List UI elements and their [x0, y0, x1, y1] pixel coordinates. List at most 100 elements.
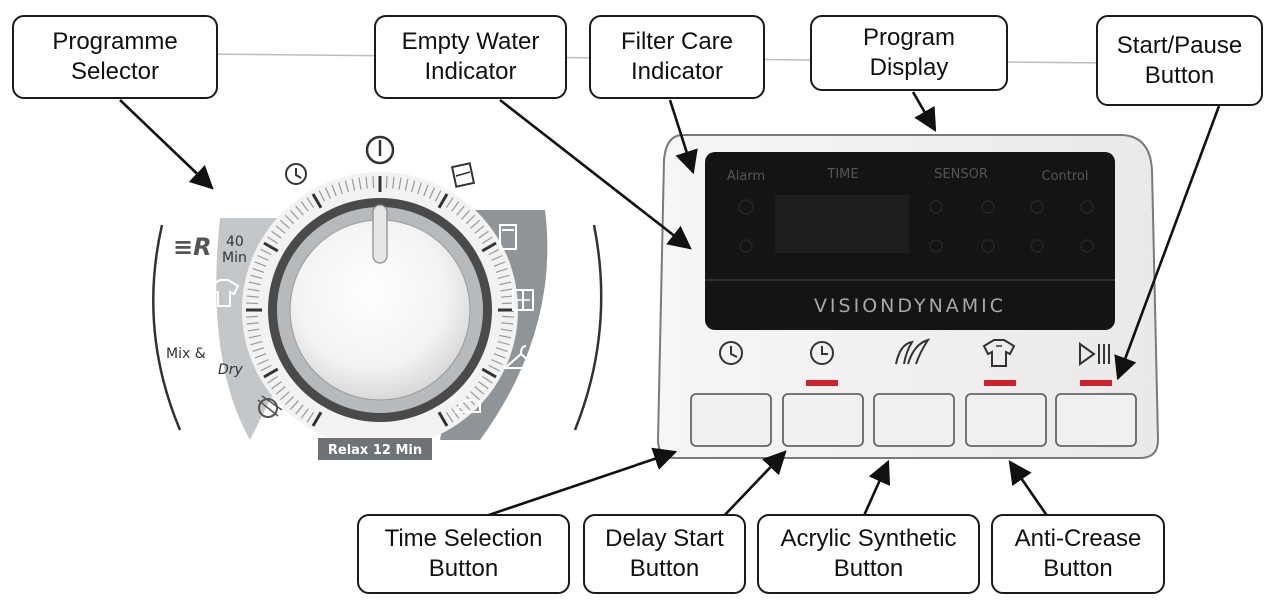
dry-label: Dry: [218, 362, 244, 378]
dial-minor-tick: [429, 187, 436, 199]
dial-minor-tick: [280, 391, 290, 401]
dial-minor-tick: [289, 210, 299, 220]
display-symbols: [738, 199, 1094, 253]
callout-anti-crease-button: Anti-Crease Button: [991, 514, 1165, 594]
dial-minor-tick: [248, 334, 261, 339]
dial-minor-tick: [491, 254, 503, 261]
bedding-icon: [450, 162, 476, 188]
dial-minor-tick: [451, 408, 460, 419]
dial-minor-tick: [474, 225, 485, 234]
callout-start-pause-button: Start/Pause Button: [1096, 15, 1263, 106]
dial-minor-tick: [331, 184, 337, 197]
dial-minor-tick: [247, 288, 260, 292]
play-pause-icon: [1079, 342, 1110, 366]
dial-minor-tick: [246, 295, 259, 298]
dial-right-bracket: [573, 224, 603, 431]
dial-minor-tick: [417, 182, 422, 195]
clock-icon: [719, 341, 743, 365]
knob-pointer: [372, 204, 388, 264]
cupboard-dry-icon: [499, 224, 517, 250]
time-digits-area: [775, 195, 909, 253]
dial-minor-tick: [392, 176, 395, 189]
dial-minor-tick: [247, 328, 260, 332]
dial-minor-tick: [434, 190, 442, 202]
dial-ticks: [246, 176, 514, 427]
dial-minor-tick: [451, 201, 460, 212]
start-pause-key[interactable]: [1055, 393, 1137, 447]
dial-minor-tick: [254, 353, 267, 359]
dial-minor-tick: [252, 347, 265, 352]
dial-minor-tick: [252, 268, 265, 273]
callout-programme-selector: Programme Selector: [12, 15, 218, 99]
anti-crease-key[interactable]: [965, 393, 1047, 447]
dial-minor-tick: [257, 359, 269, 366]
dial-minor-tick: [257, 254, 269, 261]
sensor-label: SENSOR: [934, 167, 988, 182]
dial-minor-tick: [423, 184, 429, 197]
dial-minor-tick: [493, 353, 506, 359]
arrow-empty-water: [499, 98, 692, 250]
time-selection-key[interactable]: [690, 393, 772, 447]
dial-minor-tick: [501, 295, 514, 298]
dial-minor-tick: [410, 180, 416, 193]
dial-minor-tick: [478, 230, 489, 239]
dial-minor-tick: [497, 340, 510, 346]
dial-major-tick: [481, 241, 497, 253]
dial-minor-tick: [246, 315, 259, 318]
dial-minor-tick: [358, 177, 362, 190]
dial-minor-tick: [284, 214, 295, 225]
dial-minor-tick: [495, 268, 508, 273]
dial-minor-tick: [324, 187, 331, 199]
delay-start-key[interactable]: [782, 393, 864, 447]
arrow-delay-start: [719, 450, 787, 521]
dial-minor-tick: [300, 201, 309, 212]
programme-dial: ≡R 40 Min Mix & Dry Relax 12 Min: [152, 135, 603, 460]
dial-major-tick: [263, 241, 279, 253]
dial-minor-tick: [275, 225, 286, 234]
anti-crease-shirt-icon: [982, 339, 1016, 367]
dial-minor-tick: [481, 236, 493, 245]
dial-minor-tick: [246, 302, 259, 305]
dial-minor-tick: [465, 214, 476, 225]
anti-crease-led: [984, 380, 1016, 386]
dial-major-tick: [437, 193, 449, 209]
dial-minor-tick: [481, 375, 493, 384]
min-label: Min: [222, 250, 247, 266]
hanger-icon: [502, 345, 540, 369]
relax-badge: [318, 438, 432, 460]
dial-minor-tick: [501, 322, 514, 325]
callout-delay-start-button: Delay Start Button: [583, 514, 746, 594]
relax-label: Relax 12 Min: [328, 443, 422, 458]
dial-minor-tick: [338, 182, 343, 195]
dial-minor-tick: [284, 395, 295, 406]
dial-minor-tick: [295, 404, 304, 415]
dial-minor-tick: [344, 180, 350, 193]
dial-minor-tick: [456, 205, 465, 216]
time-label: TIME: [826, 167, 858, 182]
dial-minor-tick: [248, 281, 261, 286]
dial-major-tick: [311, 411, 323, 427]
delay-start-led: [806, 380, 838, 386]
shirt-icon: [208, 279, 240, 307]
arrow-program-display: [911, 91, 937, 133]
eco-r-label: ≡R: [173, 233, 212, 261]
arrow-acrylic-synthetic: [860, 459, 891, 521]
dial-minor-tick: [318, 190, 326, 202]
dial-major-tick: [481, 367, 497, 379]
alarm-label: Alarm: [727, 169, 765, 184]
cupboard-icon: [512, 289, 534, 311]
dial-minor-tick: [500, 328, 513, 332]
dial-minor-tick: [385, 176, 388, 189]
dial-minor-tick: [271, 381, 282, 390]
dial-minor-tick: [488, 364, 500, 372]
acrylic-synthetic-key[interactable]: [873, 393, 955, 447]
dial-minor-tick: [295, 205, 304, 216]
dial-major-tick: [263, 367, 279, 379]
iron-icon: [449, 395, 481, 413]
dial-minor-tick: [470, 391, 480, 401]
arrow-start-pause: [1114, 105, 1221, 381]
dial-minor-tick: [499, 281, 512, 286]
dial-minor-tick: [250, 340, 263, 346]
dial-major-tick: [437, 411, 449, 427]
